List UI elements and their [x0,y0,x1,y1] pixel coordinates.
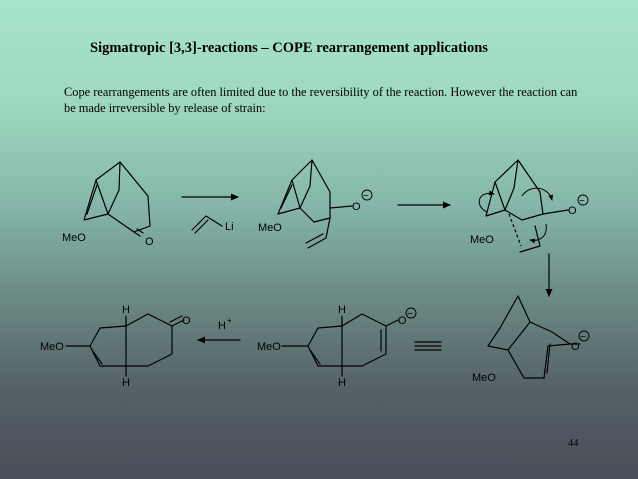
electron-arrow [521,187,554,201]
proton-reagent: H + [218,316,232,332]
bicyclic-enolate: MeO H H O − [257,304,417,389]
lithium-label: Li [225,221,234,233]
vinyllithium-reagent: Li [191,215,234,234]
methoxy-label: MeO [257,341,281,353]
negative-charge-sign: − [363,191,369,202]
product-ketone: MeO H H O [40,304,191,389]
negative-charge-circle [405,307,417,319]
negative-charge-sign: − [579,196,585,207]
negative-charge-circle [578,330,590,342]
negative-charge-sign: − [580,332,586,343]
alkoxide-oxygen-label: O [568,205,577,217]
slide-body-text: Cope rearrangements are often limited du… [64,85,578,115]
electron-arrow [529,223,547,244]
hydrogen-label: H [122,377,130,389]
ketone-oxygen-label: O [182,315,191,327]
ketone-oxygen-label: O [145,236,154,248]
methoxy-label: MeO [62,232,86,244]
proton-label: H [218,320,226,332]
enolate-oxygen-label: O [398,315,407,327]
negative-charge-circle [577,194,589,206]
proton-charge: + [227,316,232,325]
page-number: 44 [568,438,579,449]
methoxy-label: MeO [472,372,496,384]
forming-bond [508,213,522,247]
methoxy-label: MeO [258,222,282,234]
hydrogen-label: H [338,304,346,316]
hydrogen-label: H [122,304,130,316]
methoxy-label: MeO [470,234,494,246]
enolate-oxygen-label: O [571,341,580,353]
alkoxide-oxygen-label: O [352,201,361,213]
electron-arrow [478,190,495,213]
methoxy-label: MeO [40,341,64,353]
starting-ketone: MeO O [62,161,154,248]
negative-charge-sign: − [407,309,413,320]
hydrogen-label: H [338,377,346,389]
equivalence-sign [414,341,442,351]
vinyl-alkoxide: MeO O − [258,159,373,249]
ring-expanded-enolate: MeO O − [472,295,590,384]
negative-charge-circle [361,189,373,201]
slide-title: Sigmatropic [3,3]-reactions – COPE rearr… [90,40,488,56]
transition-state: MeO O − [470,159,589,253]
